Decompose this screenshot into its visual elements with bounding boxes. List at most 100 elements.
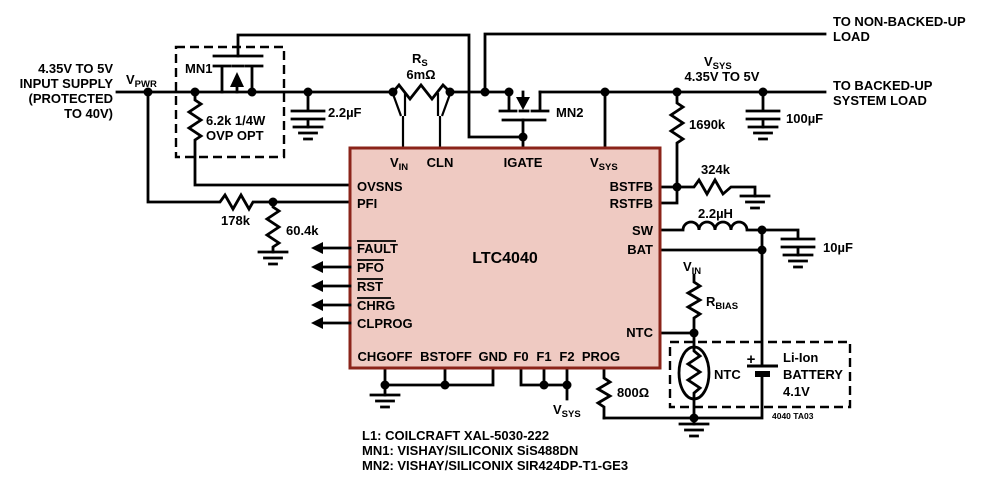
- rs-label: RS: [412, 51, 428, 69]
- resistor-rbias: [685, 273, 703, 335]
- pin-bat: BAT: [627, 242, 653, 257]
- wire-mn1-gate-igate: [236, 33, 525, 139]
- r324k-label: 324k: [701, 162, 731, 177]
- mosfet-mn1: [174, 45, 286, 159]
- mn1-symbol: [212, 54, 264, 94]
- resistor-1690k: [668, 90, 686, 189]
- supply-line1: 4.35V TO 5V: [38, 61, 113, 76]
- cap-10u: [760, 228, 816, 257]
- mn2-body-diode-arrow: [516, 97, 530, 110]
- rs-value: 6mΩ: [406, 67, 435, 82]
- pin-bstfb: BSTFB: [610, 179, 653, 194]
- mn2-symbol: [498, 90, 550, 122]
- mn2-label: MN2: [556, 105, 583, 120]
- output-arrows: [311, 242, 352, 329]
- vpwr-label: VPWR: [126, 72, 157, 90]
- wire-gnd-bus: [383, 366, 495, 397]
- vsys-range-label: 4.35V TO 5V: [685, 69, 760, 84]
- resistor-6k2-ovsns: [186, 90, 352, 187]
- pin-f2: F2: [559, 349, 574, 364]
- pin-chrg: CHRG: [357, 298, 395, 313]
- wire-f-bus: [519, 366, 569, 401]
- wire-non-backed-load: [483, 32, 827, 94]
- pin-f0: F0: [513, 349, 528, 364]
- ground-100u: [747, 125, 779, 141]
- backed-load-line1: TO BACKED-UP: [833, 78, 933, 93]
- cap-100u: [745, 90, 781, 129]
- vsys-rail-label: VSYS: [704, 54, 732, 72]
- pin-igate: IGATE: [504, 155, 543, 170]
- ntc-ext-label: NTC: [714, 367, 741, 382]
- battery-line3: 4.1V: [783, 384, 810, 399]
- non-backed-load-line2: LOAD: [833, 29, 870, 44]
- ground-battery: [678, 422, 710, 438]
- pin-rst: RST: [357, 279, 383, 294]
- mn1-body-diode-arrow: [230, 72, 244, 87]
- arrow-pfo: [311, 261, 323, 273]
- r604k-label: 60.4k: [286, 223, 319, 238]
- ground-10u: [782, 253, 814, 269]
- note-mn1: MN1: VISHAY/SILICONIX SiS488DN: [362, 443, 578, 458]
- pin-pfo: PFO: [357, 260, 384, 275]
- battery-block: [668, 340, 852, 409]
- non-backed-load-line1: TO NON-BACKED-UP: [833, 14, 966, 29]
- mn1-label: MN1: [185, 61, 212, 76]
- resistor-324k: [675, 177, 757, 198]
- arrow-clprog: [311, 317, 323, 329]
- pin-ovsns: OVSNS: [357, 179, 403, 194]
- c10uf-label: 10µF: [823, 240, 853, 255]
- inductor-2u2: [658, 220, 764, 232]
- ovp-dashed-box: [174, 45, 286, 159]
- figure-id: 4040 TA03: [772, 411, 814, 421]
- arrow-shafts: [321, 246, 352, 325]
- pin-vin: VIN: [390, 155, 408, 173]
- resistor-rs: [391, 82, 452, 102]
- ground-324k: [739, 194, 771, 210]
- supply-line3: (PROTECTED: [29, 91, 114, 106]
- ground-chip: [369, 393, 401, 409]
- resistor-800: [595, 366, 613, 420]
- r800-label: 800Ω: [617, 385, 649, 400]
- pin-pfi: PFI: [357, 196, 377, 211]
- battery-line1: Li-Ion: [783, 350, 818, 365]
- vsys-bottom-label: VSYS: [553, 402, 581, 420]
- ntc-thermistor-circle: [677, 345, 711, 401]
- text-layer: 4.35V TO 5V INPUT SUPPLY (PROTECTED TO 4…: [20, 14, 966, 473]
- pin-prog: PROG: [582, 349, 620, 364]
- pin-vsys: VSYS: [590, 155, 618, 173]
- pin-clprog: CLPROG: [357, 316, 413, 331]
- pin-f1: F1: [536, 349, 551, 364]
- cin-label: 2.2µF: [328, 105, 362, 120]
- arrow-rst: [311, 280, 323, 292]
- r1690k-label: 1690k: [689, 117, 726, 132]
- battery-plus: +: [747, 351, 756, 368]
- wire-pfi-178k: [146, 90, 352, 212]
- thermistor-ntc: [685, 331, 703, 420]
- junction-dots: [143, 87, 768, 423]
- cap-2u2: [290, 90, 326, 129]
- note-l1: L1: COILCRAFT XAL-5030-222: [362, 428, 549, 443]
- arrow-chrg: [311, 299, 323, 311]
- pin-cln: CLN: [427, 155, 454, 170]
- pin-bstoff: BSTOFF: [420, 349, 472, 364]
- chip-ltc4040: [348, 146, 662, 370]
- pin-rstfb: RSTFB: [610, 196, 653, 211]
- ovp-resistor-label: 6.2k 1/4W: [206, 113, 266, 128]
- pin-fault: FAULT: [357, 241, 398, 256]
- backed-load-line2: SYSTEM LOAD: [833, 93, 927, 108]
- c100uf-label: 100µF: [786, 111, 823, 126]
- resistor-60k4: [264, 200, 282, 254]
- pin-chgoff: CHGOFF: [358, 349, 413, 364]
- battery-dashed-box: [668, 340, 852, 409]
- ground-symbols: [257, 125, 814, 438]
- pin-sw: SW: [632, 223, 654, 238]
- wires: [115, 32, 827, 426]
- note-mn2: MN2: VISHAY/SILICONIX SIR424DP-T1-GE3: [362, 458, 628, 473]
- arrow-fault: [311, 242, 323, 254]
- supply-line4: TO 40V): [64, 106, 113, 121]
- l22uh-label: 2.2µH: [698, 206, 733, 221]
- r178k-label: 178k: [221, 213, 251, 228]
- kelvin-cln: [436, 93, 452, 148]
- ovp-opt-label: OVP OPT: [206, 128, 264, 143]
